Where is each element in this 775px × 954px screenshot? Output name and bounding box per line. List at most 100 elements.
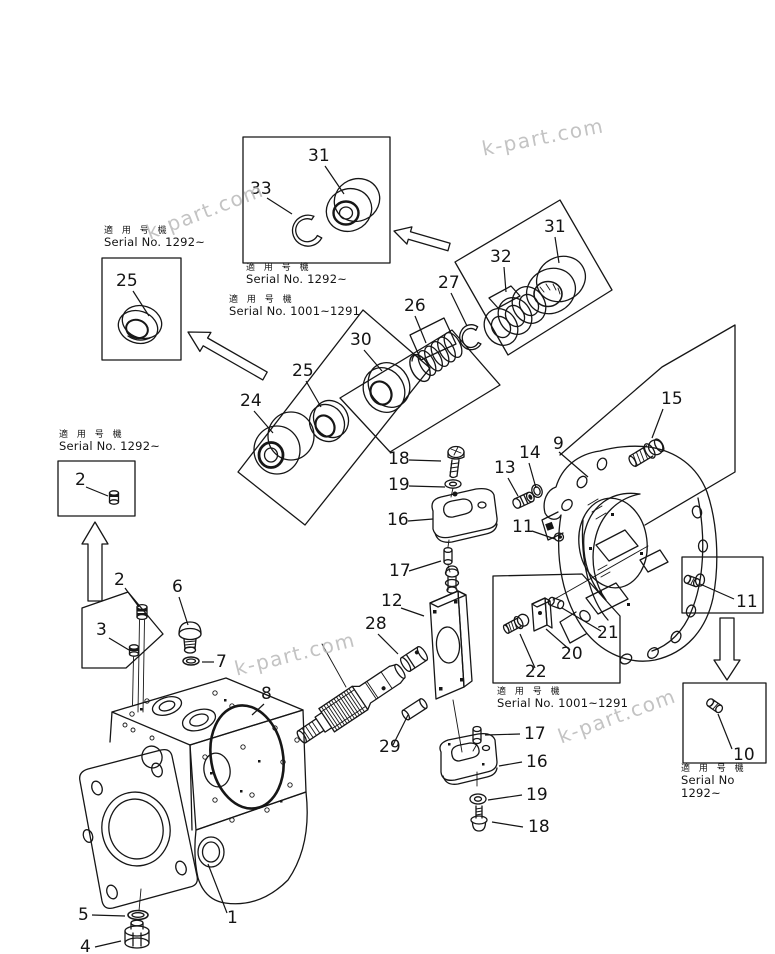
valve-block-12: [429, 565, 473, 753]
part-label-10: 10: [733, 745, 755, 765]
serial-note-jp: 適 用 号 機: [229, 295, 295, 305]
plug-10-box: [706, 698, 724, 714]
plug-2-and-plug-3: [108, 490, 148, 713]
leader-line-26: [414, 315, 427, 344]
serial-note-jp: 適 用 号 機: [497, 687, 563, 697]
serial-note-text: Serial No. 1292~: [104, 235, 206, 250]
leader-line-3: [108, 637, 130, 651]
part-label-5: 5: [78, 905, 89, 925]
bearing-24-seals-25-30-spring-26: [253, 331, 463, 475]
arrow-to-box25: [187, 331, 268, 381]
part-label-4: 4: [80, 937, 91, 954]
part-label-31: 31: [308, 146, 330, 166]
pump-housing-1: [79, 677, 308, 949]
leader-line-32: [503, 266, 507, 293]
leader-line-20: [545, 628, 571, 651]
arrow-to-box31-33: [393, 226, 451, 252]
bearing-31-seals-32: [459, 255, 587, 351]
serial-note-text: Serial No. 1292~: [246, 272, 348, 287]
part-label-18: 18: [528, 817, 550, 837]
serial-note-text: Serial No. 1292~: [59, 439, 161, 454]
plug-11-box: [683, 574, 701, 588]
leader-line-2: [124, 587, 140, 608]
part-label-16: 16: [387, 510, 409, 530]
leader-line-10: [717, 713, 733, 750]
serial-group-boxes: [57, 136, 767, 764]
serial-note-text: Serial No. 1001~1291: [497, 696, 629, 711]
part-label-18: 18: [388, 449, 410, 469]
leader-line-14: [528, 462, 537, 489]
part-label-24: 24: [240, 391, 262, 411]
part-label-27: 27: [438, 273, 460, 293]
bolt-18-washer-19-plate-16-pin-17-top: [431, 445, 498, 573]
part-label-8: 8: [261, 684, 272, 704]
leader-line-12: [400, 607, 425, 617]
leader-line-33: [266, 197, 293, 215]
serial-note-jp: 適 用 号 機: [246, 263, 312, 273]
part-label-16: 16: [526, 752, 548, 772]
part-label-2: 2: [114, 570, 125, 590]
part-label-32: 32: [490, 247, 512, 267]
part-label-19: 19: [526, 785, 548, 805]
leader-line-19: [487, 794, 523, 801]
part-label-31: 31: [544, 217, 566, 237]
leader-line-2: [85, 486, 109, 497]
bolt-15: [628, 438, 665, 468]
part-label-17: 17: [389, 561, 411, 581]
leader-line-24: [253, 410, 274, 434]
leader-line-11: [531, 530, 556, 540]
part-label-14: 14: [519, 443, 541, 463]
leader-line-31: [324, 165, 345, 195]
part-label-1: 1: [227, 908, 238, 928]
drive-shaft-28: [296, 643, 429, 744]
part-label-17: 17: [524, 724, 546, 744]
part-label-3: 3: [96, 620, 107, 640]
leader-line-5: [91, 914, 126, 917]
serial-note-text: Serial No 1292~: [681, 773, 735, 800]
leader-line-16: [407, 518, 434, 522]
leader-line-22: [519, 633, 536, 669]
leader-line-11: [699, 583, 735, 600]
coupling-28: [399, 645, 429, 673]
leader-line-21: [561, 607, 602, 632]
part-label-28: 28: [365, 614, 387, 634]
leader-line-6: [178, 596, 189, 626]
leader-line-17: [484, 733, 521, 736]
pin-29: [401, 698, 428, 721]
part-label-25: 25: [116, 271, 138, 291]
part-label-19: 19: [388, 475, 410, 495]
part-label-21: 21: [597, 623, 619, 643]
plug-6-oring-7: [178, 621, 202, 666]
part-label-25: 25: [292, 361, 314, 381]
oil-seal-25-box: [117, 304, 163, 345]
bearing-31-snapring-33: [291, 177, 381, 247]
part-label-12: 12: [381, 591, 403, 611]
part-label-15: 15: [661, 389, 683, 409]
direction-arrows: [81, 226, 741, 681]
bolt-22-block-20-plug-21: [502, 545, 649, 634]
arrow-down-box10: [713, 617, 741, 681]
part-label-29: 29: [379, 737, 401, 757]
leader-line-1: [207, 863, 228, 914]
part-label-33: 33: [250, 179, 272, 199]
part-label-22: 22: [525, 662, 547, 682]
end-cover-9: [541, 438, 718, 665]
leader-line-17: [408, 560, 442, 572]
part-label-6: 6: [172, 577, 183, 597]
part-label-26: 26: [404, 296, 426, 316]
leader-line-16: [498, 761, 523, 767]
leader-line-13: [507, 477, 519, 497]
part-label-7: 7: [216, 652, 227, 672]
leader-line-18: [408, 459, 442, 462]
part-label-2: 2: [75, 470, 86, 490]
leader-line-25: [132, 290, 150, 317]
leader-line-31: [554, 236, 560, 264]
serial-note-jp: 適 用 号 機: [104, 226, 170, 236]
part-label-11: 11: [736, 592, 758, 612]
